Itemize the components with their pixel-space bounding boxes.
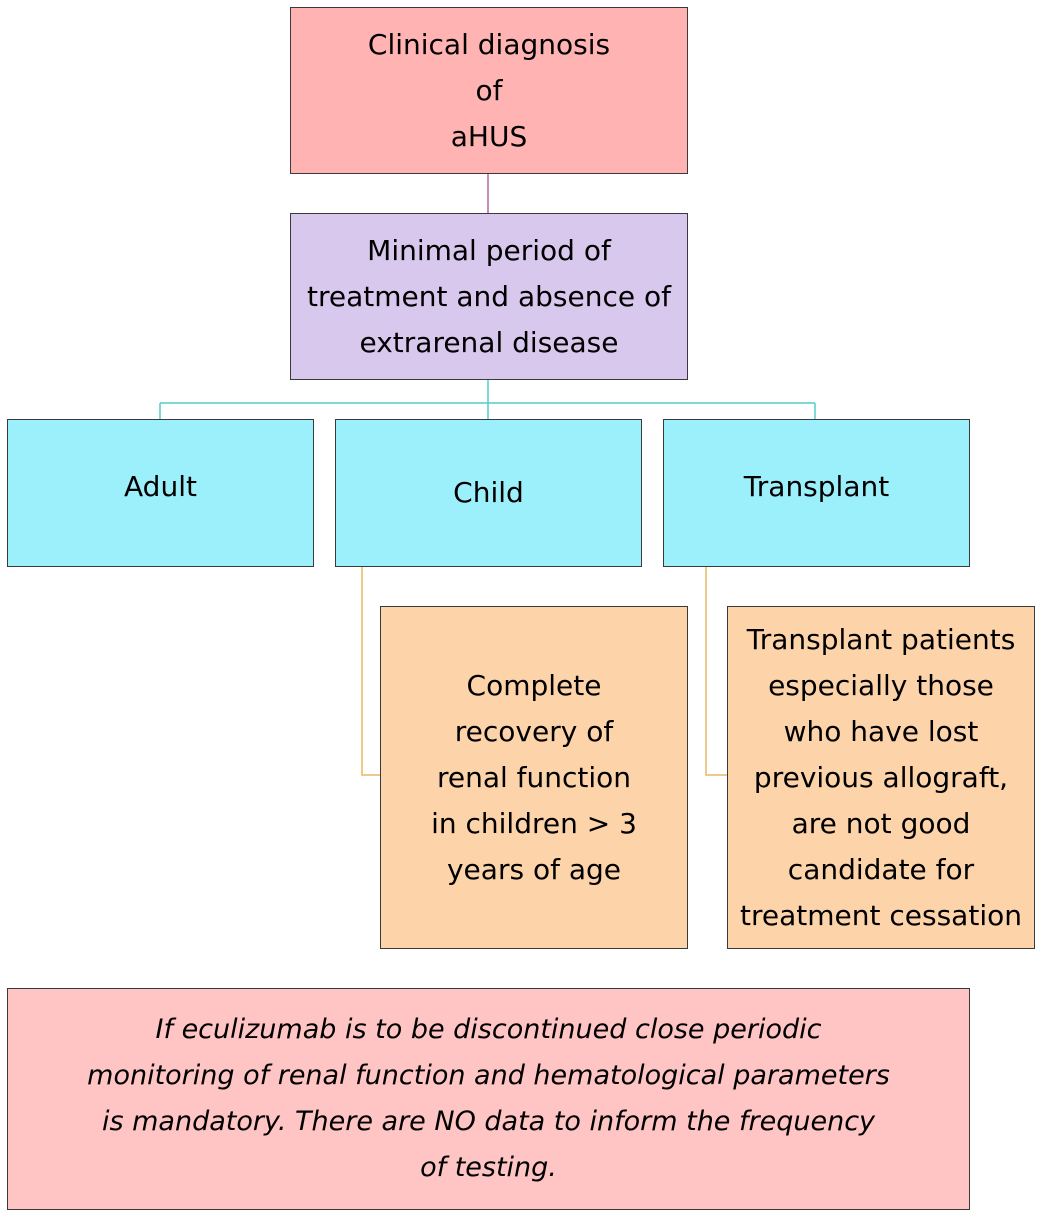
note-line-3: is mandatory. There are NO data to infor… <box>101 1106 876 1137</box>
child-detail-line-1: Complete <box>466 668 602 702</box>
transplant-detail-box: Transplant patients especially those who… <box>727 606 1035 949</box>
note-line-1: If eculizumab is to be discontinued clos… <box>155 1014 822 1045</box>
transplant-label: Transplant <box>743 470 890 503</box>
child-detail-box: Complete recovery of renal function in c… <box>380 606 688 949</box>
monitoring-note-box: If eculizumab is to be discontinued clos… <box>7 988 970 1210</box>
diagnosis-line-2: of <box>475 73 503 107</box>
diagnosis-box: Clinical diagnosis of aHUS <box>290 7 688 174</box>
criteria-line-3: extrarenal disease <box>359 325 619 359</box>
child-detail-line-3: renal function <box>436 760 632 794</box>
transplant-detail-line-2: especially those <box>768 668 994 702</box>
criteria-line-2: treatment and absence of <box>307 279 671 313</box>
transplant-detail-line-4: previous allograft, <box>753 760 1009 794</box>
transplant-detail-line-3: who have lost <box>783 714 979 748</box>
child-detail-line-4: in children > 3 <box>431 806 637 840</box>
child-label: Child <box>453 476 524 509</box>
connector-child-detail <box>361 566 380 776</box>
note-line-2: monitoring of renal function and hematol… <box>87 1060 890 1091</box>
transplant-detail-line-1: Transplant patients <box>746 622 1016 656</box>
child-detail-line-5: years of age <box>446 852 621 886</box>
diagnosis-line-3: aHUS <box>450 119 528 153</box>
adult-box: Adult <box>7 419 314 567</box>
transplant-box: Transplant <box>663 419 970 567</box>
child-box: Child <box>335 419 642 567</box>
criteria-line-1: Minimal period of <box>367 233 611 267</box>
note-line-4: of testing. <box>420 1152 557 1183</box>
criteria-box: Minimal period of treatment and absence … <box>290 213 688 380</box>
adult-label: Adult <box>124 470 197 503</box>
transplant-detail-line-5: are not good <box>791 806 971 840</box>
transplant-detail-line-7: treatment cessation <box>740 898 1022 932</box>
transplant-detail-line-6: candidate for <box>787 852 975 886</box>
diagnosis-line-1: Clinical diagnosis <box>367 27 611 61</box>
child-detail-line-2: recovery of <box>454 714 614 748</box>
connector-transplant-detail <box>705 566 727 776</box>
